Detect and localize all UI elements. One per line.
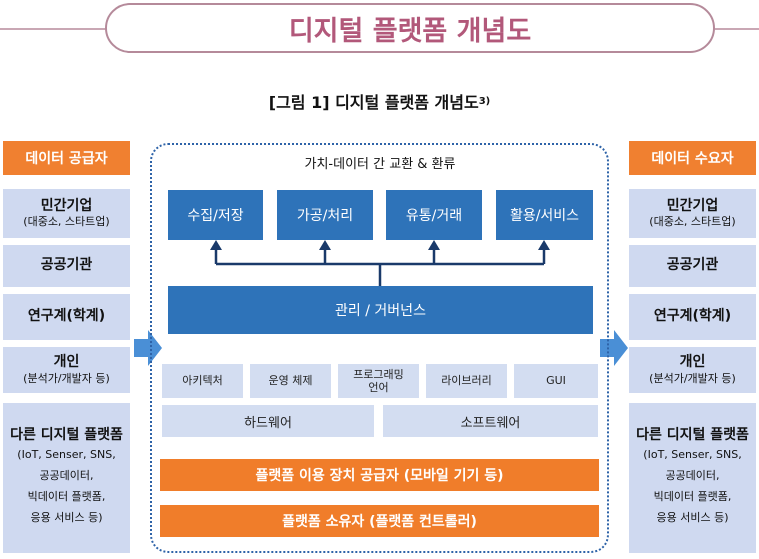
- title-banner: 디지털 플랫폼 개념도: [105, 3, 715, 53]
- process-collect-store-label: 수집/저장: [187, 208, 244, 224]
- inflow-arrow-icon: [134, 330, 162, 366]
- demand-other-platform: 다른 디지털 플랫폼 (IoT, Senser, SNS, 공공데이터, 빅데이…: [629, 403, 756, 553]
- hardware-label: 하드웨어: [244, 415, 292, 431]
- supplier-header: 데이터 공급자: [3, 141, 130, 175]
- supplier-public-agency: 공공기관: [3, 245, 130, 287]
- demand-public-agency: 공공기관: [629, 245, 756, 287]
- supplier-other-platform-line: 응용 서비스 등): [30, 510, 103, 524]
- supplier-header-label: 데이터 공급자: [25, 151, 108, 167]
- supplier-other-platform-line: 빅데이터 플랫폼,: [27, 489, 106, 503]
- supplier-individual-label: 개인: [53, 354, 80, 371]
- demand-other-platform-line: (IoT, Senser, SNS,: [643, 447, 742, 461]
- software-box: 소프트웨어: [383, 405, 598, 437]
- tool-architecture: 아키텍처: [162, 364, 243, 398]
- supplier-other-platform-line: (IoT, Senser, SNS,: [17, 447, 116, 461]
- supplier-private-company-label: 민간기업: [40, 197, 93, 214]
- demand-private-company: 민간기업 (대중소, 스타트업): [629, 189, 756, 238]
- platform-owner-label: 플랫폼 소유자 (플랫폼 컨트롤러): [282, 514, 477, 530]
- software-label: 소프트웨어: [460, 415, 521, 431]
- tool-architecture-label: 아키텍처: [182, 374, 223, 388]
- demand-other-platform-line: 응용 서비스 등): [656, 510, 729, 524]
- supplier-private-company-sub: (대중소, 스타트업): [23, 215, 110, 229]
- device-supplier-label: 플랫폼 이용 장치 공급자 (모바일 기기 등): [255, 468, 504, 484]
- demand-other-platform-line: 빅데이터 플랫폼,: [653, 489, 732, 503]
- platform-owner-bar: 플랫폼 소유자 (플랫폼 컨트롤러): [160, 505, 599, 537]
- demand-individual-sub: (분석가/개발자 등): [649, 371, 736, 385]
- supplier-research-label: 연구계(학계): [27, 308, 106, 325]
- governance-connector: [210, 240, 550, 286]
- supplier-other-platform: 다른 디지털 플랫폼 (IoT, Senser, SNS, 공공데이터, 빅데이…: [3, 403, 130, 553]
- demand-other-platform-line: 공공데이터,: [665, 468, 720, 482]
- supplier-other-platform-label: 다른 디지털 플랫폼: [10, 427, 123, 444]
- value-exchange-label: 가치-데이터 간 교환 & 환류: [200, 151, 560, 173]
- page-title: 디지털 플랫폼 개념도: [288, 15, 532, 47]
- governance-label: 관리 / 거버넌스: [335, 303, 426, 319]
- hardware-box: 하드웨어: [162, 405, 374, 437]
- figure-caption-footnote: 3): [478, 95, 491, 107]
- demand-header: 데이터 수요자: [629, 141, 756, 175]
- tool-library-label: 라이브러리: [441, 374, 492, 388]
- process-utilization-label: 활용/서비스: [509, 208, 580, 224]
- demand-research: 연구계(학계): [629, 294, 756, 340]
- governance-bar: 관리 / 거버넌스: [168, 286, 593, 334]
- demand-individual: 개인 (분석가/개발자 등): [629, 347, 756, 393]
- process-utilization: 활용/서비스: [496, 190, 593, 240]
- process-processing-label: 가공/처리: [296, 208, 354, 224]
- supplier-public-agency-label: 공공기관: [40, 257, 93, 274]
- process-distribution-label: 유통/거래: [405, 208, 463, 224]
- supplier-research: 연구계(학계): [3, 294, 130, 340]
- demand-header-label: 데이터 수요자: [651, 151, 734, 167]
- supplier-private-company: 민간기업 (대중소, 스타트업): [3, 189, 130, 238]
- demand-research-label: 연구계(학계): [653, 308, 732, 325]
- value-exchange-text: 가치-데이터 간 교환 & 환류: [304, 156, 456, 172]
- process-distribution: 유통/거래: [386, 190, 482, 240]
- tool-programming-language: 프로그래밍 언어: [338, 364, 419, 398]
- supplier-individual: 개인 (분석가/개발자 등): [3, 347, 130, 393]
- figure-caption-text: [그림 1] 디지털 플랫폼 개념도: [268, 93, 479, 112]
- device-supplier-bar: 플랫폼 이용 장치 공급자 (모바일 기기 등): [160, 459, 599, 491]
- demand-public-agency-label: 공공기관: [666, 257, 719, 274]
- platform-boundary: [150, 143, 609, 553]
- demand-private-company-label: 민간기업: [666, 197, 719, 214]
- tool-gui: GUI: [514, 364, 598, 398]
- tool-os: 운영 체제: [250, 364, 331, 398]
- demand-other-platform-label: 다른 디지털 플랫폼: [636, 427, 749, 444]
- tool-library: 라이브러리: [426, 364, 507, 398]
- tool-os-label: 운영 체제: [268, 374, 313, 388]
- supplier-individual-sub: (분석가/개발자 등): [23, 371, 110, 385]
- supplier-other-platform-line: 공공데이터,: [39, 468, 94, 482]
- tool-gui-label: GUI: [546, 374, 566, 388]
- tool-programming-language-label: 프로그래밍 언어: [353, 367, 404, 394]
- process-collect-store: 수집/저장: [168, 190, 263, 240]
- demand-private-company-sub: (대중소, 스타트업): [649, 215, 736, 229]
- process-processing: 가공/처리: [277, 190, 373, 240]
- demand-individual-label: 개인: [679, 354, 706, 371]
